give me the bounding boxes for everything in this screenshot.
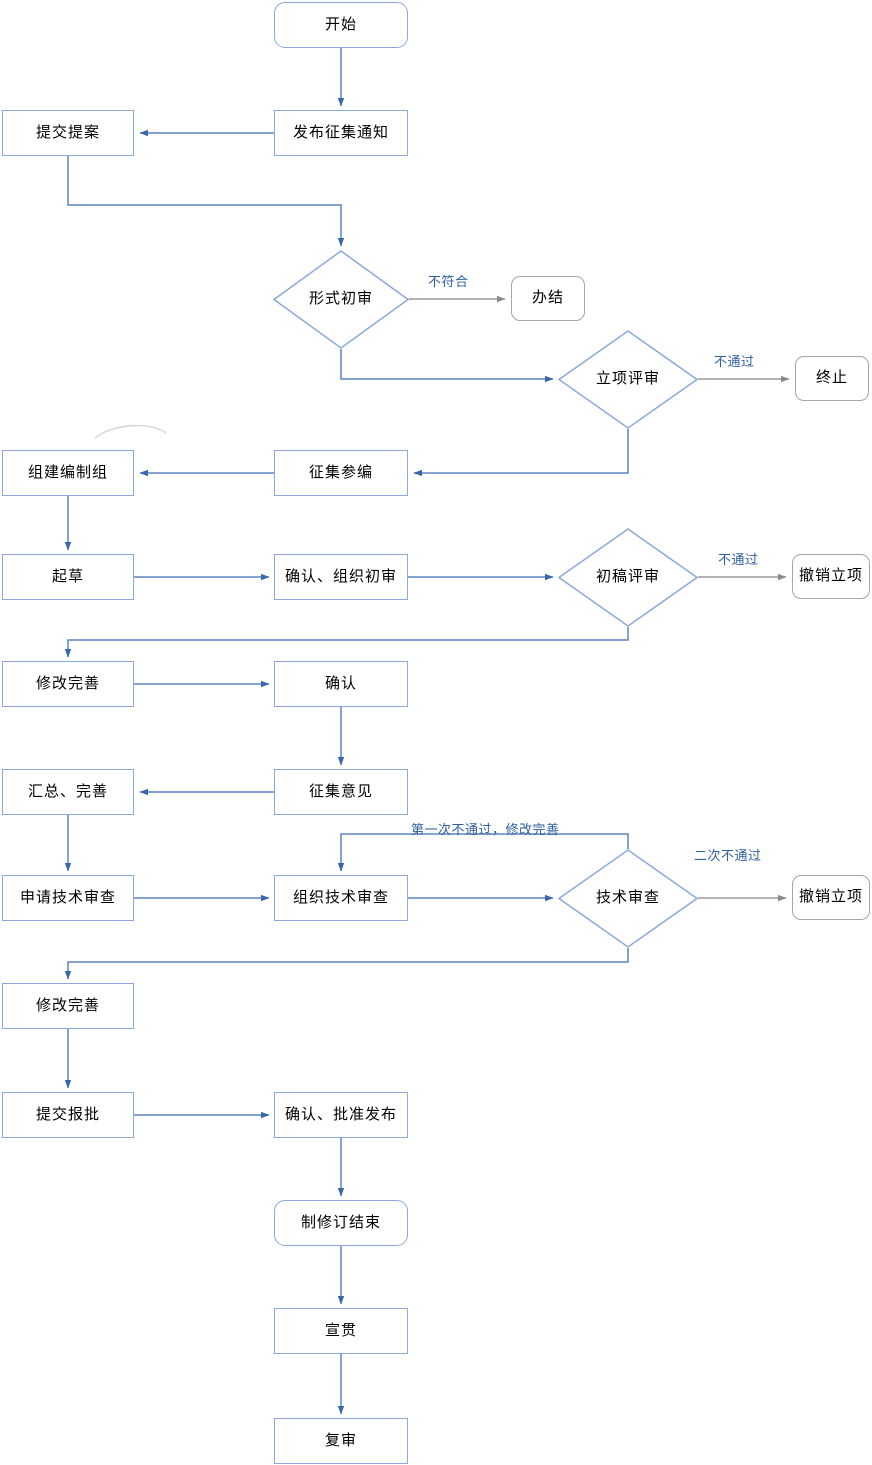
node-project-review[interactable]: 立项评审 xyxy=(558,330,698,429)
node-label: 办结 xyxy=(531,290,564,307)
node-label: 确认、批准发布 xyxy=(284,1106,397,1123)
node-label: 修改完善 xyxy=(35,997,100,1014)
edge-draftreview-to-revise1 xyxy=(64,627,629,658)
node-label: 提交提案 xyxy=(35,124,100,141)
node-label: 初稿评审 xyxy=(595,569,660,586)
node-label: 修改完善 xyxy=(35,675,100,692)
node-submit-approval[interactable]: 提交报批 xyxy=(2,1092,134,1138)
node-publish-notice[interactable]: 发布征集通知 xyxy=(274,110,408,156)
node-label: 撤销立项 xyxy=(798,568,863,585)
node-summarize[interactable]: 汇总、完善 xyxy=(2,769,134,815)
node-label: 宣贯 xyxy=(324,1322,357,1339)
node-cancel-project-1[interactable]: 撤销立项 xyxy=(792,554,870,599)
node-label: 确认、组织初审 xyxy=(284,568,397,585)
node-terminate[interactable]: 终止 xyxy=(795,356,869,401)
node-promotion[interactable]: 宣贯 xyxy=(274,1308,408,1354)
node-label: 形式初审 xyxy=(308,291,373,308)
node-label: 制修订结束 xyxy=(300,1214,381,1231)
node-label: 汇总、完善 xyxy=(27,783,108,800)
edge-label-not-passed-draft: 不通过 xyxy=(718,552,759,567)
node-label: 终止 xyxy=(815,370,848,387)
edge-projreview-to-recruit xyxy=(413,429,629,477)
node-draft-review[interactable]: 初稿评审 xyxy=(558,528,698,627)
decorative-curve-artifact xyxy=(94,424,167,439)
node-label: 征集意见 xyxy=(308,783,373,800)
node-label: 确认 xyxy=(324,675,357,692)
node-revise-1[interactable]: 修改完善 xyxy=(2,661,134,707)
node-apply-tech-review[interactable]: 申请技术审查 xyxy=(2,875,134,921)
diamond-shape xyxy=(558,528,698,627)
edge-label-not-compliant: 不符合 xyxy=(428,274,469,289)
node-label: 技术审查 xyxy=(595,890,660,907)
node-label: 发布征集通知 xyxy=(292,124,389,141)
node-cancel-project-2[interactable]: 撤销立项 xyxy=(792,875,870,920)
node-label: 提交报批 xyxy=(35,1106,100,1123)
edge-label-not-passed-project: 不通过 xyxy=(714,354,755,369)
node-confirm-organize[interactable]: 确认、组织初审 xyxy=(274,554,408,600)
node-approve-publish[interactable]: 确认、批准发布 xyxy=(274,1092,408,1138)
node-revision-end[interactable]: 制修订结束 xyxy=(274,1200,408,1246)
diamond-shape xyxy=(558,330,698,429)
node-label: 组织技术审查 xyxy=(292,889,389,906)
node-confirm[interactable]: 确认 xyxy=(274,661,408,707)
edge-label-second-fail: 二次不通过 xyxy=(694,848,762,863)
node-label: 复审 xyxy=(324,1432,357,1449)
node-form-group[interactable]: 组建编制组 xyxy=(2,450,134,496)
edge-submit-to-formcheck xyxy=(67,156,345,247)
node-organize-tech-review[interactable]: 组织技术审查 xyxy=(274,875,408,921)
node-start[interactable]: 开始 xyxy=(274,2,408,48)
node-label: 组建编制组 xyxy=(27,464,108,481)
node-submit-proposal[interactable]: 提交提案 xyxy=(2,110,134,156)
node-closed[interactable]: 办结 xyxy=(511,276,585,321)
node-draft[interactable]: 起草 xyxy=(2,554,134,600)
edge-formcheck-to-projreview xyxy=(340,349,554,383)
node-recruit-editors[interactable]: 征集参编 xyxy=(274,450,408,496)
node-tech-review[interactable]: 技术审查 xyxy=(558,849,698,948)
node-form-check[interactable]: 形式初审 xyxy=(273,250,409,349)
node-label: 起草 xyxy=(51,568,84,585)
diamond-shape xyxy=(273,250,409,349)
node-label: 申请技术审查 xyxy=(19,889,116,906)
diamond-shape xyxy=(558,849,698,948)
node-collect-opinions[interactable]: 征集意见 xyxy=(274,769,408,815)
node-label: 征集参编 xyxy=(308,464,373,481)
node-label: 立项评审 xyxy=(595,371,660,388)
node-re-review[interactable]: 复审 xyxy=(274,1418,408,1464)
node-label: 开始 xyxy=(324,16,357,33)
node-revise-2[interactable]: 修改完善 xyxy=(2,983,134,1029)
node-label: 撤销立项 xyxy=(798,889,863,906)
edge-label-first-fail-revise: 第一次不通过，修改完善 xyxy=(411,822,560,837)
edge-techreview-to-revise2 xyxy=(64,948,629,980)
